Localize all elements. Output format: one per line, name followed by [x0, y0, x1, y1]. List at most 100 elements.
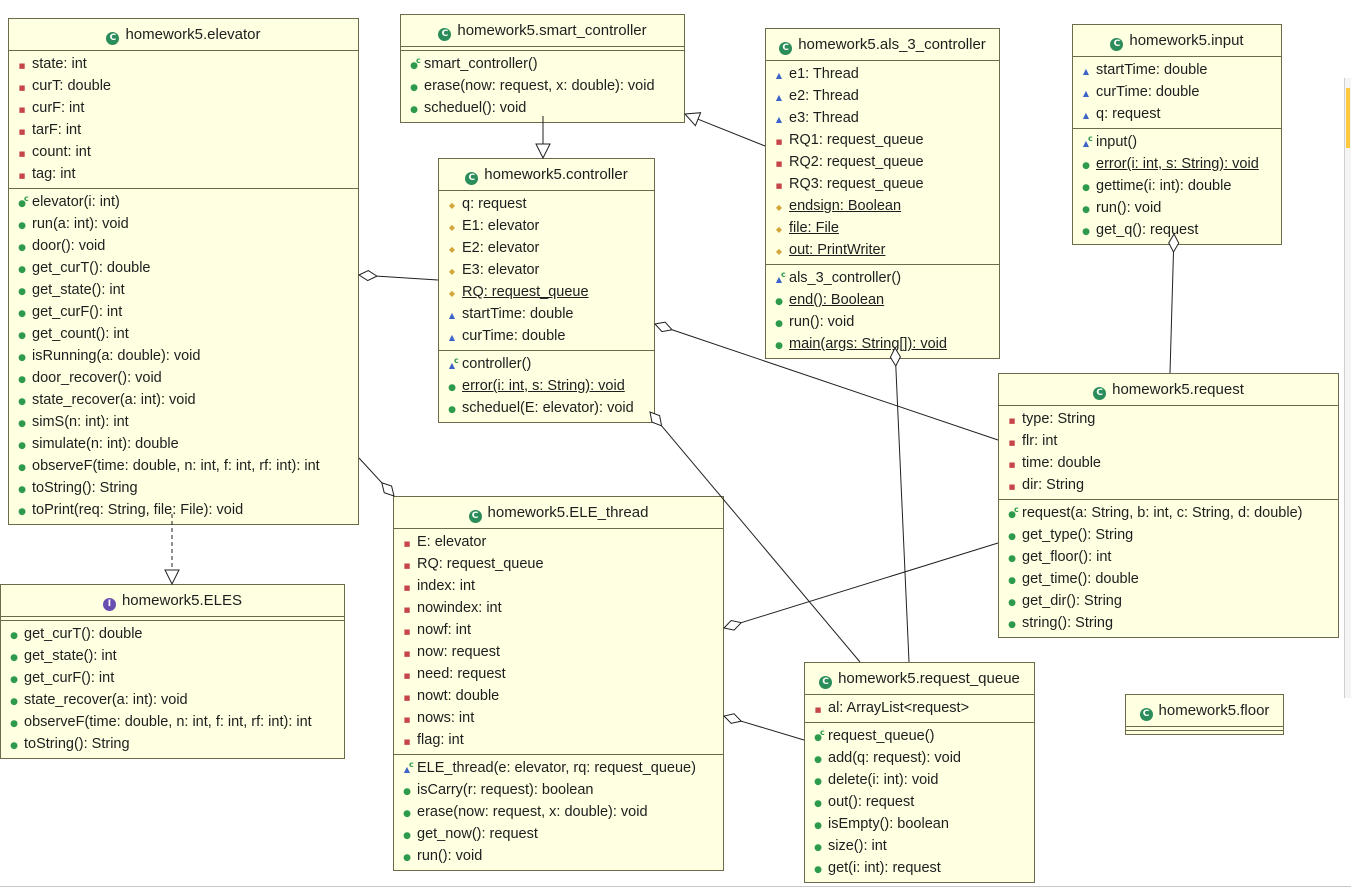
operation-row[interactable]: simS(n: int): int	[9, 411, 358, 433]
right-edge-scrollbar[interactable]	[1344, 78, 1351, 698]
attribute-row[interactable]: nowf: int	[394, 619, 723, 641]
attribute-row[interactable]: RQ: request_queue	[394, 553, 723, 575]
attribute-row[interactable]: count: int	[9, 141, 358, 163]
operation-row[interactable]: run(): void	[394, 845, 723, 867]
operation-row[interactable]: ELE_thread(e: elevator, rq: request_queu…	[394, 754, 723, 779]
attribute-row[interactable]: curF: int	[9, 97, 358, 119]
operation-row[interactable]: get_type(): String	[999, 524, 1338, 546]
operation-row[interactable]: observeF(time: double, n: int, f: int, r…	[9, 455, 358, 477]
attribute-row[interactable]: E3: elevator	[439, 259, 654, 281]
attribute-row[interactable]: flr: int	[999, 430, 1338, 452]
operation-row[interactable]: get_q(): request	[1073, 219, 1281, 241]
operation-row[interactable]: scheduel(): void	[401, 97, 684, 119]
operation-row[interactable]: end(): Boolean	[766, 289, 999, 311]
operation-row[interactable]: out(): request	[805, 791, 1034, 813]
operation-row[interactable]: door_recover(): void	[9, 367, 358, 389]
operation-row[interactable]: get_now(): request	[394, 823, 723, 845]
operation-row[interactable]: erase(now: request, x: double): void	[394, 801, 723, 823]
attribute-row[interactable]: out: PrintWriter	[766, 239, 999, 261]
operation-row[interactable]: get_curT(): double	[9, 257, 358, 279]
operation-row[interactable]: simulate(n: int): double	[9, 433, 358, 455]
operation-row[interactable]: get_curF(): int	[1, 667, 344, 689]
operation-row[interactable]: door(): void	[9, 235, 358, 257]
operation-row[interactable]: smart_controller()	[401, 50, 684, 75]
operation-row[interactable]: isCarry(r: request): boolean	[394, 779, 723, 801]
attribute-row[interactable]: RQ3: request_queue	[766, 173, 999, 195]
attribute-row[interactable]: curTime: double	[439, 325, 654, 347]
attribute-row[interactable]: RQ1: request_queue	[766, 129, 999, 151]
attribute-row[interactable]: q: request	[439, 193, 654, 215]
operation-row[interactable]: run(): void	[766, 311, 999, 333]
operation-row[interactable]: isRunning(a: double): void	[9, 345, 358, 367]
attribute-row[interactable]: curT: double	[9, 75, 358, 97]
attribute-row[interactable]: tag: int	[9, 163, 358, 185]
operation-row[interactable]: string(): String	[999, 612, 1338, 634]
operation-row[interactable]: get_floor(): int	[999, 546, 1338, 568]
attribute-row[interactable]: e3: Thread	[766, 107, 999, 129]
operation-row[interactable]: get(i: int): request	[805, 857, 1034, 879]
attribute-row[interactable]: endsign: Boolean	[766, 195, 999, 217]
attribute-row[interactable]: e1: Thread	[766, 63, 999, 85]
operation-row[interactable]: isEmpty(): boolean	[805, 813, 1034, 835]
operation-row[interactable]: get_curF(): int	[9, 301, 358, 323]
attribute-row[interactable]: E1: elevator	[439, 215, 654, 237]
operation-row[interactable]: get_state(): int	[1, 645, 344, 667]
operation-row[interactable]: get_count(): int	[9, 323, 358, 345]
operation-row[interactable]: request(a: String, b: int, c: String, d:…	[999, 499, 1338, 524]
operation-row[interactable]: add(q: request): void	[805, 747, 1034, 769]
attribute-row[interactable]: need: request	[394, 663, 723, 685]
attribute-row[interactable]: nows: int	[394, 707, 723, 729]
attribute-row[interactable]: startTime: double	[1073, 59, 1281, 81]
operation-row[interactable]: state_recover(a: int): void	[1, 689, 344, 711]
attribute-row[interactable]: E: elevator	[394, 531, 723, 553]
operation-row[interactable]: main(args: String[]): void	[766, 333, 999, 355]
operation-row[interactable]: run(): void	[1073, 197, 1281, 219]
attribute-row[interactable]: dir: String	[999, 474, 1338, 496]
operation-row[interactable]: get_state(): int	[9, 279, 358, 301]
operation-row[interactable]: als_3_controller()	[766, 264, 999, 289]
operation-row[interactable]: erase(now: request, x: double): void	[401, 75, 684, 97]
operation-row[interactable]: input()	[1073, 128, 1281, 153]
attribute-row[interactable]: index: int	[394, 575, 723, 597]
operation-row[interactable]: state_recover(a: int): void	[9, 389, 358, 411]
operation-row[interactable]: toPrint(req: String, file: File): void	[9, 499, 358, 521]
operation-row[interactable]: elevator(i: int)	[9, 188, 358, 213]
attribute-row[interactable]: startTime: double	[439, 303, 654, 325]
attribute-row[interactable]: state: int	[9, 53, 358, 75]
operation-row[interactable]: gettime(i: int): double	[1073, 175, 1281, 197]
operation-row[interactable]: request_queue()	[805, 722, 1034, 747]
attribute-row[interactable]: tarF: int	[9, 119, 358, 141]
operation-row[interactable]: scheduel(E: elevator): void	[439, 397, 654, 419]
operation-row[interactable]: delete(i: int): void	[805, 769, 1034, 791]
scrollbar-thumb[interactable]	[1346, 88, 1350, 148]
attribute-row[interactable]: nowindex: int	[394, 597, 723, 619]
attribute-row[interactable]: q: request	[1073, 103, 1281, 125]
attribute-row[interactable]: al: ArrayList<request>	[805, 697, 1034, 719]
attribute-row[interactable]: flag: int	[394, 729, 723, 751]
attribute-row[interactable]: RQ2: request_queue	[766, 151, 999, 173]
attribute-row[interactable]: nowt: double	[394, 685, 723, 707]
attribute-row[interactable]: E2: elevator	[439, 237, 654, 259]
attribute-row[interactable]: file: File	[766, 217, 999, 239]
operation-row[interactable]: observeF(time: double, n: int, f: int, r…	[1, 711, 344, 733]
operation-row[interactable]: get_dir(): String	[999, 590, 1338, 612]
operation-row[interactable]: toString(): String	[9, 477, 358, 499]
